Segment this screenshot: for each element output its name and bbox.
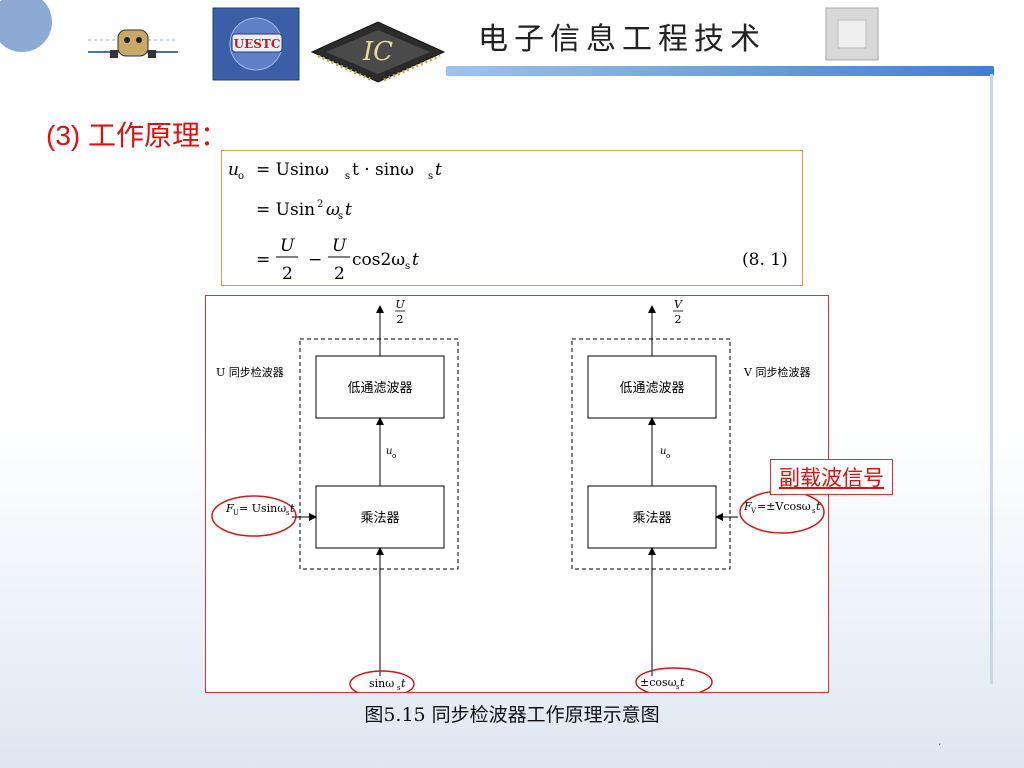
left-side-sub2: s xyxy=(286,509,290,517)
right-detector-label: V 同步检波器 xyxy=(743,365,810,379)
formula-line3-den: 2 xyxy=(282,264,293,284)
right-detector: 低通滤波器 乘法器 u o V 2 V 同步检波器 F V =±Vcosω s … xyxy=(571,298,825,697)
formula-box: u o = Usinω s t · sinω s t = Usin 2 ω s … xyxy=(221,150,803,286)
right-output-num: V xyxy=(674,298,683,311)
uestc-logo-text: UESTC xyxy=(234,37,281,51)
formula-line1-sub1: s xyxy=(345,171,350,182)
right-bottom-end: t xyxy=(680,676,685,689)
left-side-highlight xyxy=(211,495,297,537)
formula-number: (8. 1) xyxy=(742,250,788,270)
left-detector-label: U 同步检波器 xyxy=(216,365,284,379)
right-side-end: t xyxy=(816,500,821,513)
left-mid-signal: u xyxy=(386,446,392,457)
left-lpf-box xyxy=(315,355,445,419)
grey-square-logo-icon xyxy=(825,7,879,61)
right-lpf-box xyxy=(587,355,717,419)
right-side-sub: V xyxy=(750,507,757,515)
right-bottom-input: ±cosω xyxy=(640,676,677,689)
left-bottom-sub: s xyxy=(397,684,401,692)
left-multiplier-box xyxy=(315,485,445,549)
right-side-rest: =±Vcosω xyxy=(757,500,811,513)
left-detector-dashed-box xyxy=(299,338,459,570)
header-bar: UESTC IC 电子信息工程技术 xyxy=(0,0,1024,90)
left-side-F: F xyxy=(225,502,234,515)
right-multiplier-label: 乘法器 xyxy=(632,511,671,526)
uestc-logo-icon: UESTC xyxy=(212,7,300,81)
ic-chip-logo-icon: IC xyxy=(310,21,446,83)
left-multiplier-label: 乘法器 xyxy=(360,511,399,526)
formula-line2-end: t xyxy=(345,200,352,220)
subcarrier-callout-label: 副载波信号 xyxy=(779,466,884,490)
left-output-num: U xyxy=(395,298,405,311)
left-lpf-label: 低通滤波器 xyxy=(347,381,412,396)
formula-line3-end: t xyxy=(412,250,419,270)
formula-line3-den2: 2 xyxy=(334,264,345,284)
left-output-den: 2 xyxy=(397,313,404,326)
bear-logo-icon xyxy=(88,29,178,58)
right-lpf-label: 低通滤波器 xyxy=(619,381,684,396)
header-title: 电子信息工程技术 xyxy=(478,22,766,57)
left-side-sub: U xyxy=(233,509,239,517)
formula-line2-sub: s xyxy=(338,211,343,222)
header-logos-art: UESTC IC xyxy=(0,0,879,83)
formula-line3-num2: U xyxy=(332,236,347,256)
formula-line3-minus: − xyxy=(308,250,322,270)
header-rule xyxy=(446,66,994,76)
formula-lhs: u xyxy=(228,160,239,180)
right-mid-sub: o xyxy=(666,452,670,460)
formula-line3-tail: cos2ω xyxy=(352,250,405,270)
formula-line3-num: U xyxy=(280,236,295,256)
left-mid-sub: o xyxy=(392,452,396,460)
subcarrier-callout: 副载波信号 xyxy=(770,459,893,495)
formula-line1-end: t xyxy=(435,160,442,180)
right-bottom-sub: s xyxy=(676,683,680,691)
left-side-rest: = Usinω xyxy=(239,502,286,515)
formula-line1-rhs: = Usinω xyxy=(256,160,329,180)
section-title: (3) 工作原理： xyxy=(46,120,229,151)
formula-line3-sub: s xyxy=(405,261,410,272)
formula-line2-sup: 2 xyxy=(317,199,323,210)
formula-line3-eq: = xyxy=(256,250,270,270)
right-side-sub2: s xyxy=(812,507,816,515)
left-side-end: t xyxy=(290,502,295,515)
formula-line1-tail: t · sinω xyxy=(352,160,414,180)
page-marker: · xyxy=(938,738,942,751)
left-bottom-end: t xyxy=(401,677,406,690)
right-output-den: 2 xyxy=(675,313,682,326)
figure-caption: 图5.15 同步检波器工作原理示意图 xyxy=(364,704,660,726)
formula-svg: u o = Usinω s t · sinω s t = Usin 2 ω s … xyxy=(228,160,788,284)
ic-logo-text: IC xyxy=(362,37,393,67)
right-detector-dashed-box xyxy=(571,338,731,570)
corner-circle-icon xyxy=(0,0,52,52)
left-detector: 低通滤波器 乘法器 u o U 2 U 同步检波器 F U = Usinω s … xyxy=(211,298,459,698)
formula-line1-sub2: s xyxy=(428,171,433,182)
left-bottom-input: sinω xyxy=(369,677,394,690)
diagram-svg: 低通滤波器 乘法器 u o U 2 U 同步检波器 F U = Usinω s … xyxy=(211,298,825,698)
formula-line2-omega: ω xyxy=(326,200,340,220)
formula-lhs-sub: o xyxy=(238,171,244,182)
right-side-F: F xyxy=(743,500,752,513)
diagram-frame: 低通滤波器 乘法器 u o U 2 U 同步检波器 F U = Usinω s … xyxy=(205,295,829,698)
side-rule xyxy=(990,74,993,684)
right-mid-signal: u xyxy=(660,446,666,457)
formula-line2-rhs: = Usin xyxy=(256,200,315,220)
